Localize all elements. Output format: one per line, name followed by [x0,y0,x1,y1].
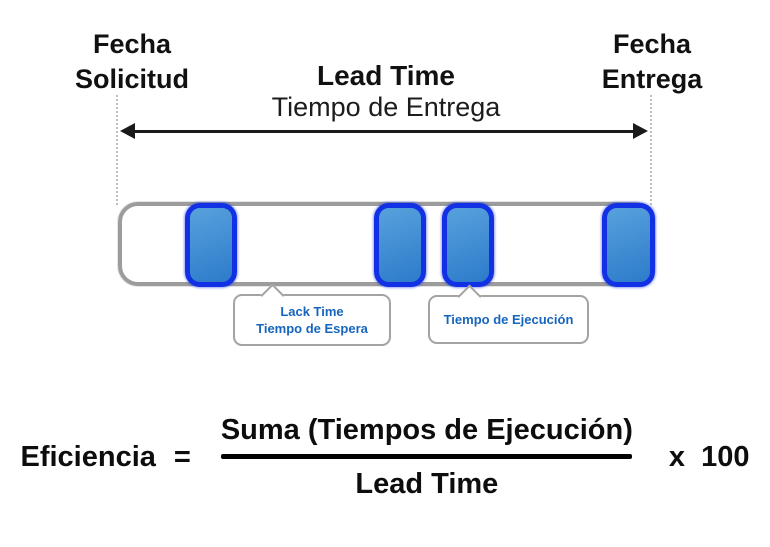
execution-block [602,203,655,287]
efficiency-formula: Eficiencia = Suma (Tiempos de Ejecución)… [0,414,770,501]
execution-block [374,203,426,287]
formula-numerator: Suma (Tiempos de Ejecución) [220,414,633,446]
callout-execution-line1: Tiempo de Ejecución [443,312,574,327]
label-fecha-entrega-line2: Entrega [601,64,703,94]
label-fecha-solicitud: Fecha Solicitud [52,27,212,97]
lead-time-subtitle: Tiempo de Entrega [271,92,501,122]
callout-wait-line2: Tiempo de Espera [256,321,368,336]
formula-fraction: Suma (Tiempos de Ejecución) Lead Time [215,414,639,501]
end-dotted-line [650,95,652,205]
formula-lhs: Eficiencia [20,441,156,473]
fraction-bar [221,454,633,459]
arrow-line [129,129,639,133]
start-dotted-line [116,95,118,205]
label-fecha-solicitud-line2: Solicitud [75,64,189,94]
callout-wait-line1: Lack Time [280,304,344,319]
lead-time-span-arrow [120,123,648,139]
arrow-right-head-icon [633,123,648,139]
callout-execution-time: Tiempo de Ejecución [428,284,589,344]
lead-time-title: Lead Time [317,60,455,91]
formula-denominator: Lead Time [355,468,499,500]
callout-wait-time: Lack Time Tiempo de Espera [233,283,391,346]
label-fecha-entrega: Fecha Entrega [572,27,732,97]
arrow-left-head-icon [120,123,135,139]
label-fecha-solicitud-line1: Fecha [92,29,172,59]
callout-execution-pointer [457,284,482,309]
lead-time-heading: Lead Time Tiempo de Entrega [240,60,532,123]
execution-block [185,203,237,287]
formula-equals-sign: = [173,441,191,473]
label-fecha-entrega-line1: Fecha [612,29,692,59]
execution-block [442,203,494,287]
formula-multiplier: x 100 [668,441,750,473]
